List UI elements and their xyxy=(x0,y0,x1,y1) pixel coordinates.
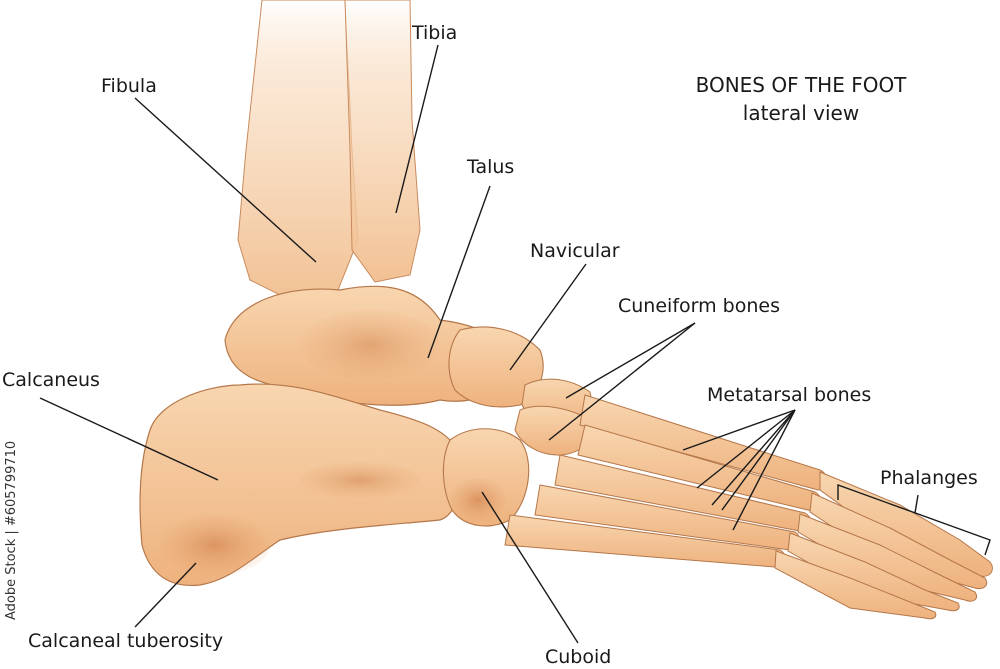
leader-lines xyxy=(39,44,991,644)
leader-cuboid xyxy=(481,491,579,644)
leader-tibia xyxy=(395,44,439,214)
leader-talus xyxy=(427,185,491,359)
diagram-subtitle: lateral view xyxy=(742,101,860,125)
cuboid-shadow xyxy=(450,478,506,522)
label-fibula: Fibula xyxy=(101,75,157,97)
label-talus: Talus xyxy=(467,156,515,178)
malleolus-shadow xyxy=(300,310,440,380)
leader-metatarsal-b xyxy=(696,409,796,489)
label-tibia: Tibia xyxy=(412,22,458,44)
phalanges-bracket xyxy=(837,484,991,556)
label-calcaneus: Calcaneus xyxy=(2,369,100,391)
fibula-bone xyxy=(237,0,359,301)
label-calcaneal-tuberosity: Calcaneal tuberosity xyxy=(28,630,224,652)
calcaneus-shadow xyxy=(160,515,270,575)
leader-navicular xyxy=(509,263,587,371)
tibia-bone xyxy=(344,0,421,283)
leader-metatarsal-c xyxy=(711,409,796,506)
label-cuboid: Cuboid xyxy=(545,646,612,668)
leader-metatarsal-d xyxy=(721,409,796,511)
phalanx-row-3 xyxy=(797,513,978,602)
label-phalanges: Phalanges xyxy=(880,467,978,489)
label-metatarsal: Metatarsal bones xyxy=(707,384,872,406)
label-navicular: Navicular xyxy=(530,240,620,262)
leader-fibula xyxy=(134,97,317,263)
phalanx-row-5 xyxy=(774,550,937,620)
leader-metatarsal-e xyxy=(732,409,796,531)
leader-metatarsal-a xyxy=(682,409,796,451)
stock-watermark-text: Adobe Stock | #605799710 xyxy=(4,440,19,620)
leader-phalanges xyxy=(914,494,919,514)
phalanx-row-4 xyxy=(787,532,960,612)
leader-calcaneus xyxy=(39,397,219,481)
leader-cuneiform-a xyxy=(565,322,696,399)
calcaneus-groove xyxy=(300,462,420,498)
navicular-bone xyxy=(448,326,544,408)
diagram-title: BONES OF THE FOOT xyxy=(695,73,907,97)
leader-calcaneal-tuberosity xyxy=(134,562,197,628)
label-cuneiform: Cuneiform bones xyxy=(618,295,780,317)
leader-cuneiform-b xyxy=(548,322,696,441)
